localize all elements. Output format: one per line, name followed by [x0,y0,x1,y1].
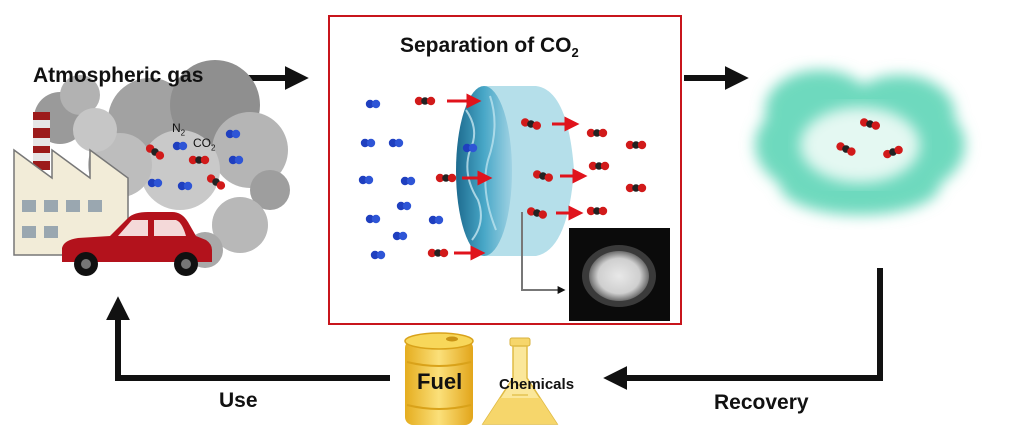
car-icon [62,212,212,276]
separation-red-arrows [447,93,588,261]
separation-title: Separation of CO2 [400,34,579,60]
membrane-photo [569,228,670,321]
green-co2-cloud [755,70,965,215]
flask-icon [481,337,559,425]
co2-label-main: CO [193,136,211,150]
flow-arrows [106,66,883,390]
use-label: Use [219,389,258,412]
n2-label-main: N [172,121,181,135]
fuel-can-icon [404,332,474,425]
membrane-disc [456,86,574,256]
recovery-label: Recovery [714,391,809,414]
co2-label-subscript: 2 [211,143,216,153]
arrow-use [106,296,390,381]
photo-pointer-line [521,212,566,294]
n2-label: N2 [172,121,185,137]
n2-label-subscript: 2 [180,128,186,138]
co2-label: CO2 [193,136,215,152]
arrow-recovery [603,268,883,390]
factory-icon [13,112,129,256]
smoke-cloud [34,60,290,268]
separation-title-subscript: 2 [571,45,579,61]
atmospheric-gas-label: Atmospheric gas [33,64,204,87]
fuel-label: Fuel [417,369,463,394]
separation-title-main: Separation of CO [400,34,572,57]
chemicals-label: Chemicals [499,376,575,393]
